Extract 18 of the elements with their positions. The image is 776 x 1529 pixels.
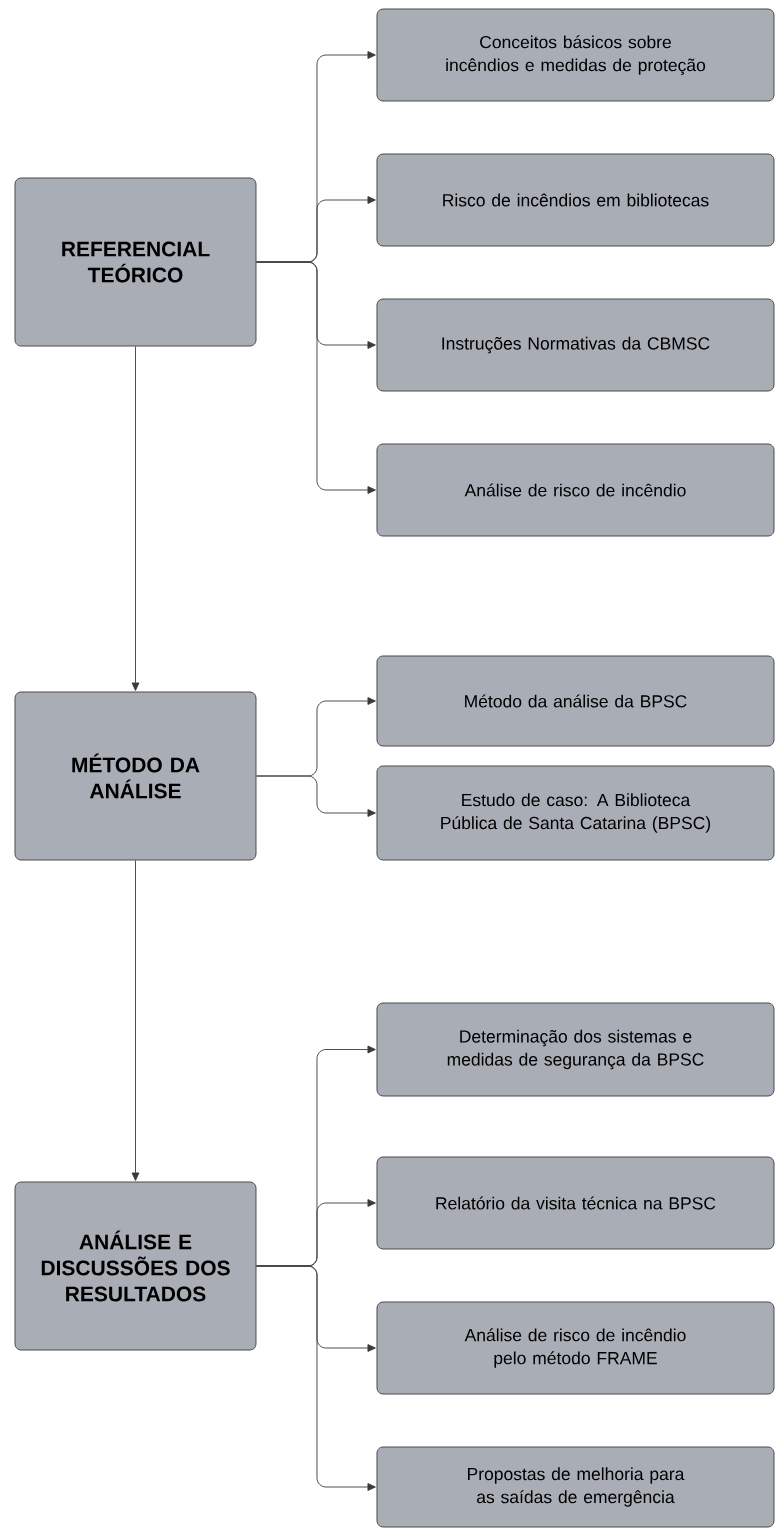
section-box: MÉTODO DA ANÁLISE bbox=[14, 691, 257, 861]
topic-box: Estudo de caso: A Biblioteca Pública de Santa Catarina (BPSC) bbox=[376, 765, 775, 861]
topic-box: Instruções Normativas da CBMSC bbox=[376, 298, 775, 392]
topic-box: Determinação dos sistemas e medidas de segurança da BPSC bbox=[376, 1002, 775, 1097]
topic-box: Análise de risco de incêndio bbox=[376, 443, 775, 537]
arrow bbox=[256, 261, 376, 494]
arrow bbox=[131, 346, 140, 691]
arrow bbox=[256, 775, 376, 817]
section-box: ANÁLISE E DISCUSSÕES DOS RESULTADOS bbox=[14, 1181, 257, 1351]
topic-box: Conceitos básicos sobre incêndios e medidas de proteção bbox=[376, 8, 775, 102]
topic-box: Risco de incêndios em bibliotecas bbox=[376, 153, 775, 247]
topic-box: Método da análise da BPSC bbox=[376, 655, 775, 747]
section-box: REFERENCIAL TEÓRICO bbox=[14, 177, 257, 347]
topic-box: Propostas de melhoria para as saídas de emergência bbox=[376, 1446, 775, 1528]
topic-box: Análise de risco de incêndio pelo método FRAME bbox=[376, 1301, 775, 1395]
arrow bbox=[131, 860, 140, 1181]
arrow bbox=[256, 1265, 376, 1491]
topic-box: Relatório da visita técnica na BPSC bbox=[376, 1156, 775, 1250]
